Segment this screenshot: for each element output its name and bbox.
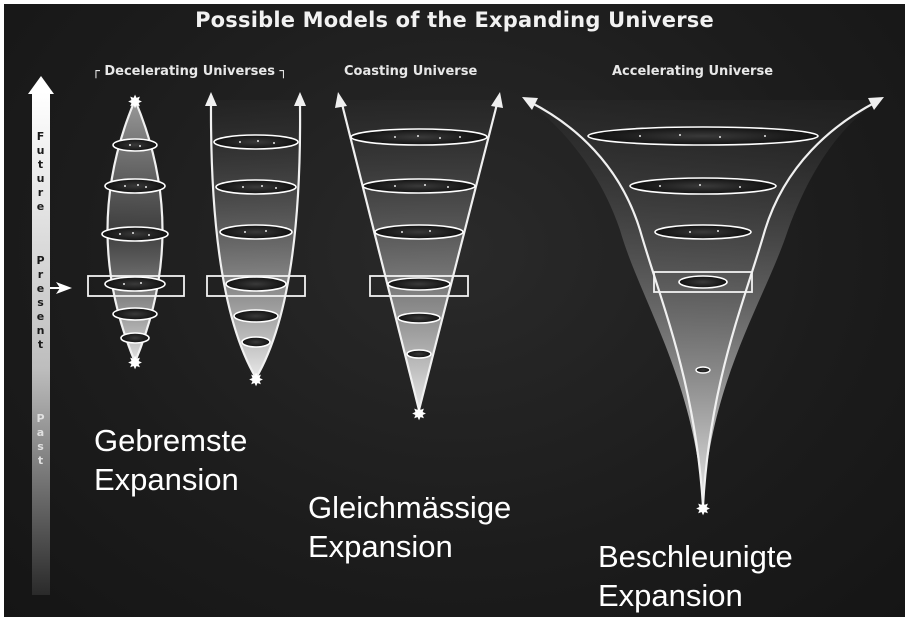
big-bang-star: ✸ bbox=[695, 499, 710, 520]
time-arrow-head bbox=[28, 76, 54, 94]
big-bang-star: ✸ bbox=[411, 404, 426, 425]
header-coasting: Coasting Universe bbox=[344, 64, 478, 79]
big-crunch-star: ✸ bbox=[127, 92, 142, 113]
slice bbox=[104, 276, 166, 292]
slice bbox=[112, 307, 158, 321]
caption-accelerating-line1: Beschleunigte bbox=[598, 539, 793, 574]
accelerating-left-edge bbox=[529, 101, 705, 507]
recollapsing-galaxy-slices bbox=[101, 138, 169, 344]
slice bbox=[215, 179, 297, 195]
caption-accelerating: Beschleunigte Expansion bbox=[598, 537, 793, 615]
slice bbox=[587, 126, 819, 146]
present-frame bbox=[653, 271, 753, 293]
decelerating-galaxy-slices bbox=[213, 134, 299, 348]
present-frame bbox=[87, 275, 185, 297]
big-bang-star: ✸ bbox=[127, 353, 142, 374]
slice bbox=[362, 178, 476, 194]
slice bbox=[387, 277, 451, 291]
coasting-shape bbox=[341, 100, 498, 410]
coasting-right-arrowhead bbox=[491, 92, 503, 108]
coasting-left-edge bbox=[340, 103, 421, 411]
universe-accelerating: ✸ bbox=[522, 97, 884, 520]
slice bbox=[654, 224, 752, 240]
time-arrow bbox=[28, 76, 72, 595]
slice bbox=[213, 134, 299, 150]
decelerating-right-arrowhead bbox=[294, 92, 306, 106]
accelerating-galaxy-slices bbox=[587, 126, 819, 374]
time-arrow-shaft bbox=[32, 92, 50, 595]
big-bang-star: ✸ bbox=[248, 370, 263, 391]
caption-coasting-line2: Expansion bbox=[308, 529, 453, 564]
slice bbox=[225, 276, 287, 292]
slice bbox=[112, 138, 158, 152]
label-past: Past bbox=[34, 412, 47, 468]
header-accelerating: Accelerating Universe bbox=[612, 64, 774, 79]
slice bbox=[104, 178, 166, 194]
caption-decelerating-line2: Expansion bbox=[94, 462, 239, 497]
coasting-galaxy-slices bbox=[350, 128, 488, 359]
header-decelerating-label: Decelerating Universes bbox=[104, 64, 275, 79]
bracket-right: ┐ bbox=[274, 64, 288, 79]
accelerating-left-arrowhead bbox=[522, 97, 538, 110]
decelerating-left-edge bbox=[209, 103, 257, 379]
coasting-right-edge bbox=[417, 103, 499, 411]
present-frame bbox=[369, 275, 469, 297]
bracket-left: ┌ bbox=[92, 64, 105, 79]
slice bbox=[350, 128, 488, 146]
slice bbox=[374, 224, 464, 240]
label-present: Present bbox=[34, 254, 47, 352]
caption-coasting: Gleichmässige Expansion bbox=[308, 488, 511, 566]
accelerating-right-arrowhead bbox=[868, 97, 884, 110]
universe-coasting: ✸ bbox=[335, 92, 503, 425]
slice bbox=[397, 312, 441, 324]
slice bbox=[241, 336, 271, 348]
slice bbox=[233, 309, 279, 323]
caption-accelerating-line2: Expansion bbox=[598, 578, 743, 613]
universe-recollapsing: ✸ ✸ bbox=[87, 92, 185, 374]
coasting-left-arrowhead bbox=[335, 92, 347, 108]
slice bbox=[101, 226, 169, 242]
accelerating-shape bbox=[526, 100, 880, 506]
header-decelerating: ┌ Decelerating Universes ┐ bbox=[92, 64, 287, 79]
caption-decelerating: Gebremste Expansion bbox=[94, 421, 247, 499]
present-frame bbox=[206, 275, 306, 297]
caption-coasting-line1: Gleichmässige bbox=[308, 490, 512, 525]
galaxy-specks bbox=[119, 134, 766, 285]
slice bbox=[678, 275, 728, 289]
universe-decelerating: ✸ bbox=[205, 92, 306, 391]
label-future: Future bbox=[34, 130, 47, 214]
diagram-title: Possible Models of the Expanding Univers… bbox=[195, 8, 714, 32]
decelerating-right-edge bbox=[255, 103, 302, 379]
decelerating-left-arrowhead bbox=[205, 92, 217, 106]
slice bbox=[695, 366, 711, 374]
slice bbox=[406, 349, 432, 359]
slice bbox=[219, 224, 293, 240]
caption-decelerating-line1: Gebremste bbox=[94, 423, 248, 458]
slice bbox=[629, 177, 777, 195]
accelerating-right-edge bbox=[701, 101, 877, 507]
slice bbox=[120, 332, 150, 344]
